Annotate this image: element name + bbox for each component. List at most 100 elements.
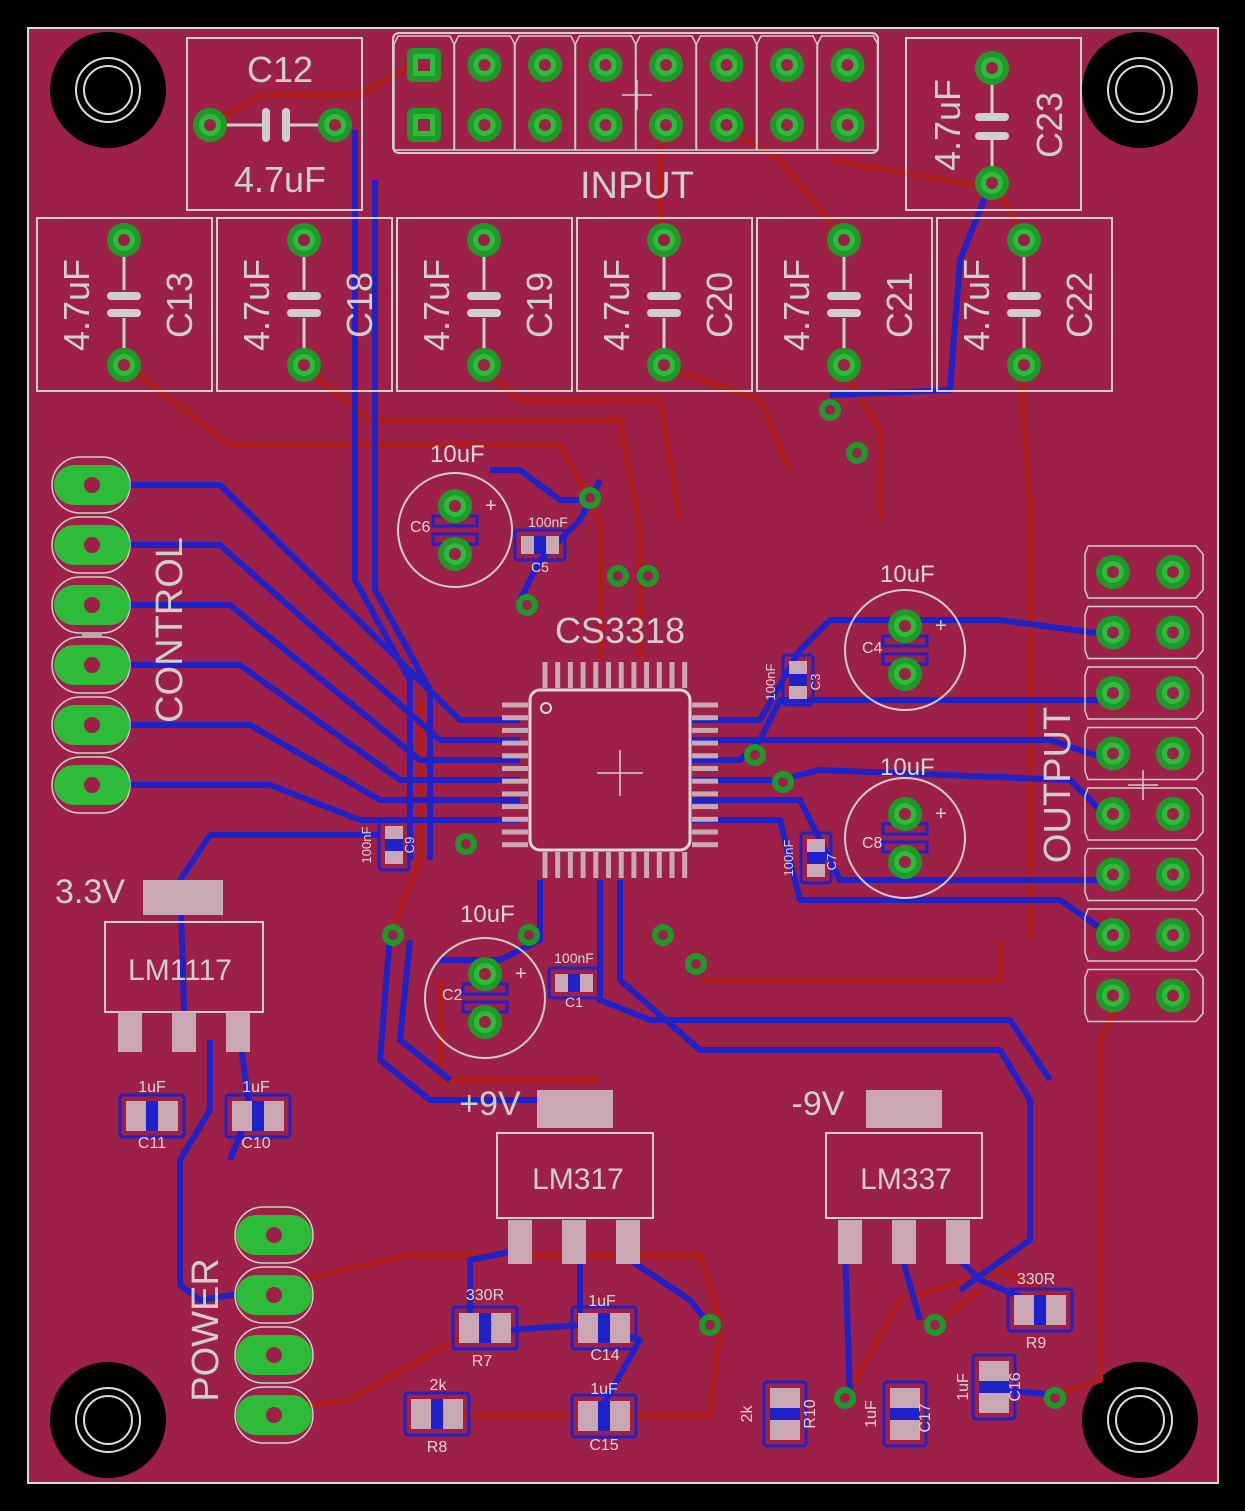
electrolytic-value: 10uF	[880, 561, 935, 588]
electrolytic-value: 10uF	[460, 901, 515, 928]
regulator-p9: LM317 +9V	[459, 1085, 654, 1264]
power-pin	[236, 1395, 312, 1435]
power-pin	[236, 1215, 312, 1255]
film-cap-ref: C13	[159, 272, 200, 338]
input-pin	[588, 48, 623, 82]
input-pin	[709, 48, 744, 82]
input-pin	[588, 108, 623, 142]
input-pin	[830, 48, 865, 82]
input-header-label: INPUT	[580, 165, 694, 207]
polarity-mark: +	[935, 803, 947, 825]
electrolytic-value: 10uF	[430, 441, 485, 468]
cap-c12-value: 4.7uF	[234, 159, 326, 200]
film-cap-ref: C18	[339, 272, 380, 338]
output-pin	[1096, 918, 1130, 952]
smd-ref: C1	[565, 994, 583, 1010]
control-pin	[54, 765, 130, 805]
film-cap-value: 4.7uF	[56, 259, 97, 351]
input-pin	[528, 48, 562, 82]
film-cap-value: 4.7uF	[776, 259, 817, 351]
control-header: CONTROL	[51, 456, 191, 814]
output-pin	[1156, 978, 1190, 1013]
input-pin	[770, 108, 804, 142]
cap-c23-ref: C23	[1029, 92, 1070, 158]
electrolytic-cap-c8: 10uF C8 +	[844, 754, 966, 899]
control-header-label: CONTROL	[149, 537, 191, 723]
regulator-m9-part: LM337	[860, 1163, 952, 1196]
smd-value: 1uF	[138, 1079, 166, 1096]
smd-value: 100nF	[763, 664, 778, 701]
regulator-p9-part: LM317	[532, 1163, 624, 1196]
rail-p9-label: +9V	[459, 1085, 521, 1123]
output-pin	[1096, 555, 1130, 589]
film-cap-ref: C21	[879, 272, 920, 338]
film-cap-c21: 4.7uF C21	[756, 217, 933, 392]
power-header: POWER	[185, 1206, 314, 1444]
rail-3v3-label: 3.3V	[55, 873, 125, 911]
input-pin	[830, 108, 865, 142]
smd-ref: C11	[138, 1135, 166, 1152]
smd-ref: C10	[241, 1135, 270, 1152]
output-header: OUTPUT	[1037, 545, 1204, 1023]
output-pin	[1096, 676, 1130, 710]
top-layer-traces	[123, 62, 1123, 1418]
output-pin	[1096, 615, 1130, 650]
film-cap-ref: C22	[1059, 272, 1100, 338]
smd-value: 2k	[739, 1405, 756, 1423]
film-cap-c22: 4.7uF C22	[936, 217, 1113, 392]
film-cap-ref: C19	[519, 272, 560, 338]
smd-value: 2k	[430, 1377, 448, 1394]
power-pin	[236, 1335, 312, 1375]
film-cap-c13: 4.7uF C13	[36, 217, 213, 392]
smd-ref: R9	[1026, 1335, 1047, 1352]
output-pin	[1156, 736, 1190, 771]
smd-ref: R10	[802, 1399, 819, 1428]
output-header-label: OUTPUT	[1037, 707, 1079, 863]
input-pin	[407, 48, 441, 82]
input-pin	[770, 48, 804, 82]
output-pin	[1156, 918, 1190, 952]
input-header: INPUT	[392, 32, 879, 207]
film-cap-c19: 4.7uF C19	[396, 217, 573, 392]
output-pin	[1096, 978, 1130, 1013]
polarity-mark: +	[485, 495, 497, 517]
electrolytic-ref: C4	[862, 640, 883, 657]
film-cap-value: 4.7uF	[416, 259, 457, 351]
input-pin	[649, 108, 683, 142]
cap-c23: 4.7uF C23	[905, 37, 1082, 211]
smd-ref: C7	[824, 854, 839, 871]
output-pin	[1096, 736, 1130, 771]
output-pin	[1156, 676, 1190, 710]
electrolytic-cap-c4: 10uF C4 +	[844, 561, 966, 711]
electrolytic-value: 10uF	[880, 754, 935, 781]
electrolytic-ref: C8	[862, 835, 883, 852]
film-cap-c18: 4.7uF C18	[216, 217, 393, 392]
smd-ref: C5	[531, 559, 549, 575]
output-pin	[1156, 615, 1190, 650]
polarity-mark: +	[935, 615, 947, 637]
cs3318-chip: CS3318	[502, 610, 718, 878]
smd-r10: 2k R10	[739, 1380, 819, 1448]
smd-value: 330R	[1017, 1271, 1055, 1288]
input-pin	[649, 48, 683, 82]
smd-r9: 330R R9	[1006, 1271, 1074, 1352]
input-pin	[467, 108, 502, 142]
film-cap-value: 4.7uF	[956, 259, 997, 351]
output-pin	[1096, 857, 1130, 892]
output-pin	[1156, 857, 1190, 892]
film-cap-value: 4.7uF	[236, 259, 277, 351]
smd-ref: C17	[917, 1403, 934, 1432]
chip-label: CS3318	[555, 610, 685, 651]
